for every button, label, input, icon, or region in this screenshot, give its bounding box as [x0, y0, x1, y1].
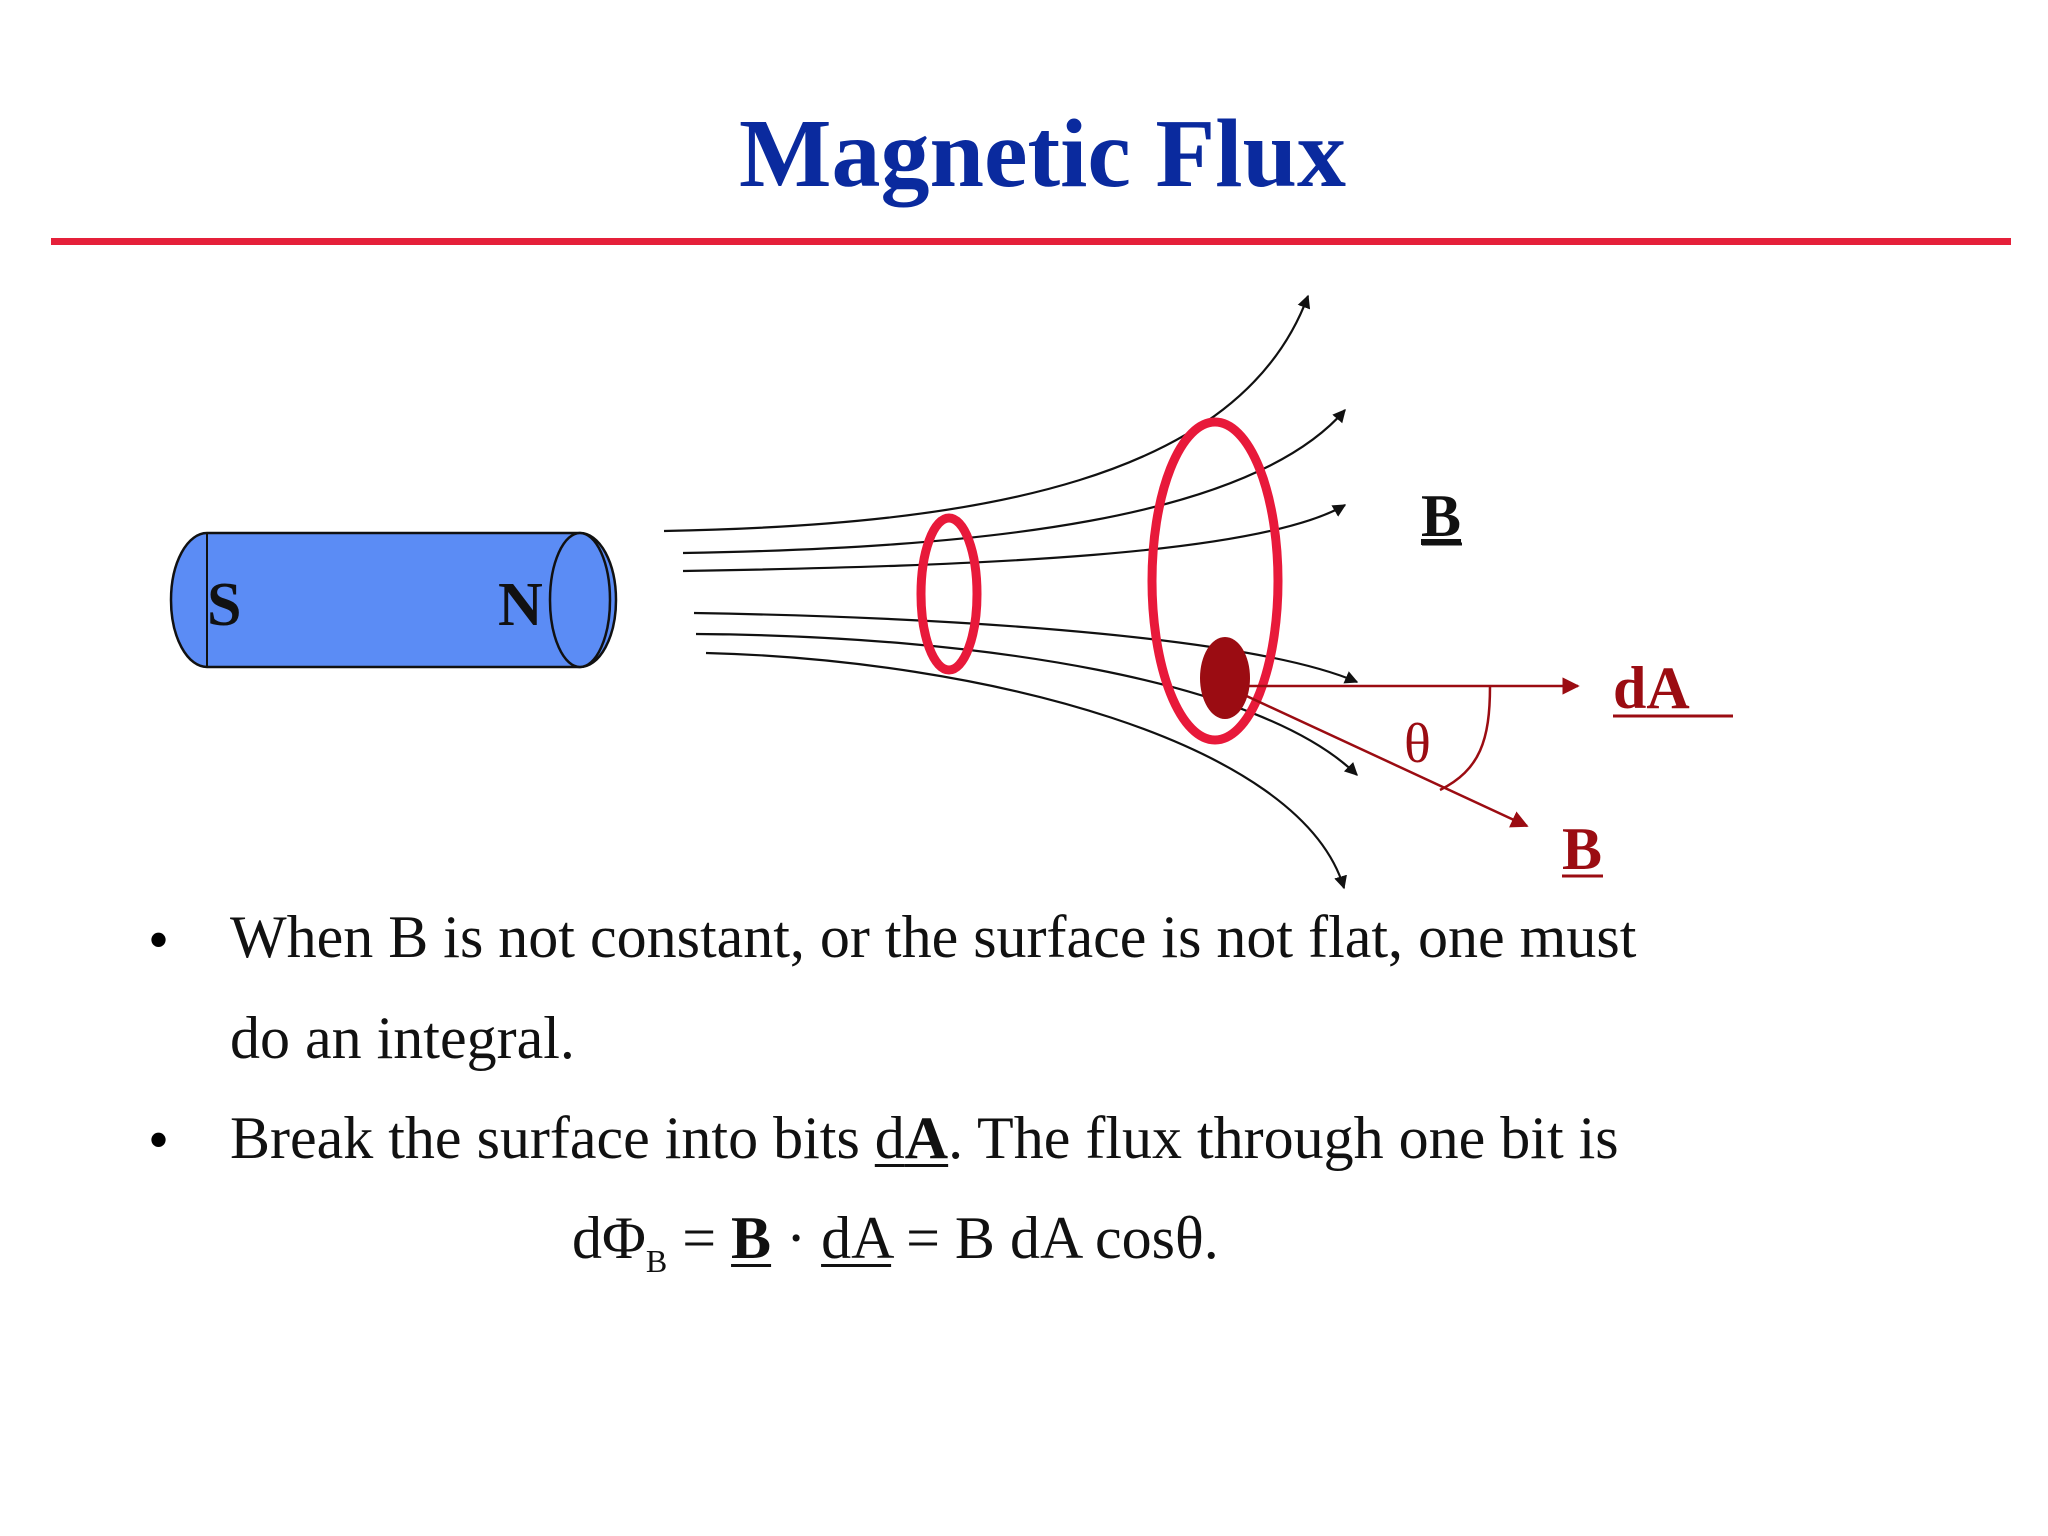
area-element-dot [1200, 637, 1250, 719]
area-vector-label: dA [1613, 655, 1690, 721]
field-line [695, 632, 1358, 776]
equation-lhs: dΦ [572, 1205, 646, 1271]
area-loops [916, 417, 1283, 745]
magnet-north-label: N [498, 571, 543, 639]
equation-dot: · [771, 1205, 822, 1271]
equation-equals: = [667, 1205, 732, 1271]
field-line [693, 611, 1359, 684]
field-vector-label: B [1562, 816, 1602, 882]
field-line [682, 504, 1347, 573]
field-line [663, 294, 1311, 533]
area-element-vectors [1200, 637, 1580, 828]
angle-arc [1439, 685, 1492, 792]
equation-dA: dA [821, 1205, 891, 1271]
slide-title: Magnetic Flux [739, 100, 1346, 208]
magnet-south-label: S [207, 571, 241, 639]
small-loop [916, 513, 982, 675]
angle-label: θ [1404, 713, 1431, 775]
field-line [682, 409, 1346, 555]
bar-magnet: S N [169, 531, 618, 669]
field-line [705, 651, 1347, 890]
flux-equation: dΦB = B · dA = B dA cosθ. [572, 1208, 1219, 1277]
equation-B: B [731, 1205, 772, 1271]
field-lines [663, 294, 1359, 890]
equation-rhs: = B dA cosθ. [891, 1205, 1219, 1271]
field-vector-arrow [1224, 684, 1529, 828]
large-loop [1147, 417, 1283, 745]
equation-subscript: B [645, 1243, 668, 1279]
field-label-top: B [1421, 483, 1461, 549]
magnet-end-face [548, 531, 612, 669]
equation-dA-text: dA [821, 1205, 892, 1271]
title-divider [51, 238, 2011, 245]
